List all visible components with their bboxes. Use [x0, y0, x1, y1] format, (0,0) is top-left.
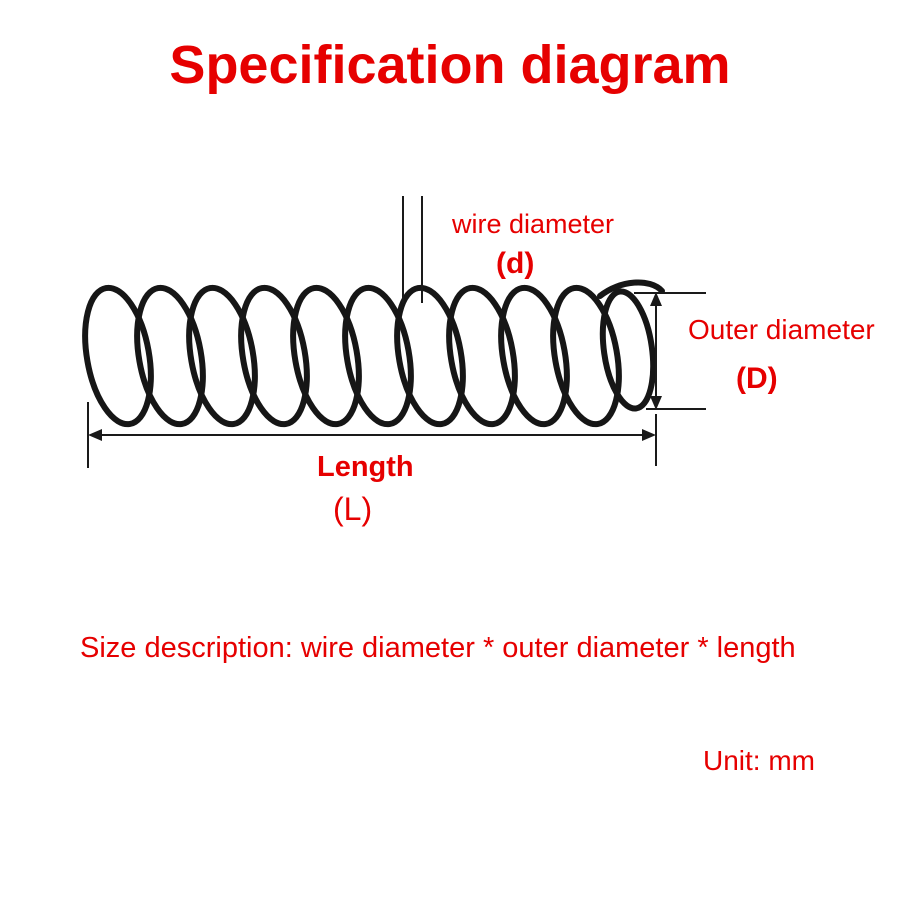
arrowhead-right [642, 429, 656, 441]
page-title: Specification diagram [169, 35, 731, 95]
size-description: Size description: wire diameter * outer … [80, 632, 796, 664]
length-symbol: (L) [333, 491, 373, 527]
length-dimension [87, 402, 657, 468]
outer-diameter-dimension [634, 292, 706, 410]
length-label: Length [317, 451, 414, 483]
unit-note: Unit: mm [703, 745, 815, 776]
outer-diameter-symbol: (D) [736, 362, 778, 395]
wire-diameter-callout-lines [402, 196, 423, 303]
spring-end-coil [599, 288, 657, 412]
outer-diameter-label: Outer diameter [688, 314, 875, 345]
wire-diameter-symbol: (d) [496, 247, 535, 280]
arrowhead-down [650, 396, 662, 410]
spring-wire-end [597, 279, 665, 299]
arrowhead-left [88, 429, 102, 441]
arrowhead-up [650, 292, 662, 306]
wire-diameter-label: wire diameter [452, 209, 615, 239]
spring-coils [82, 279, 665, 428]
